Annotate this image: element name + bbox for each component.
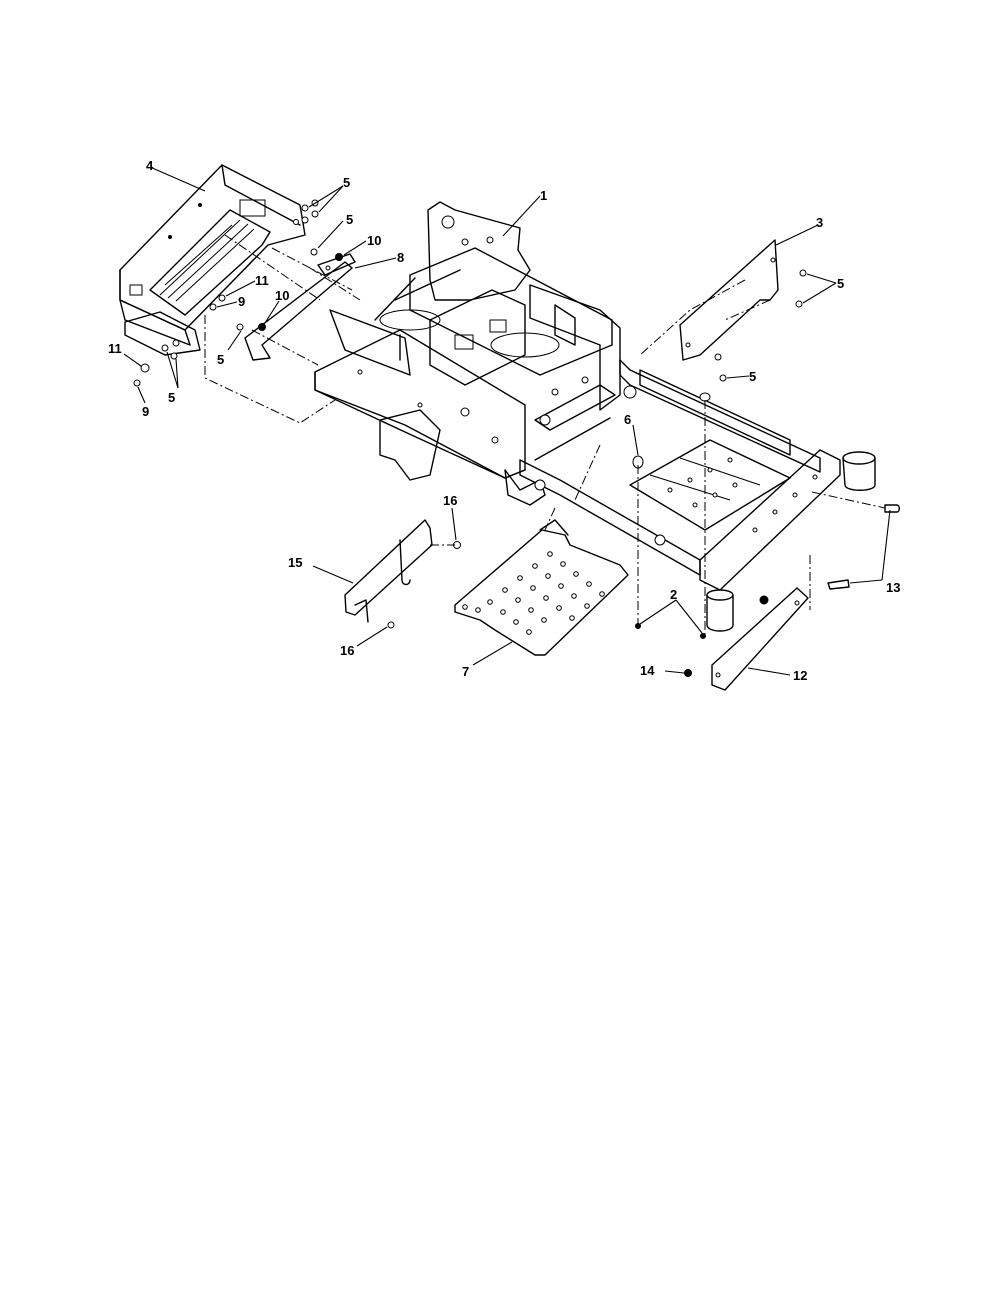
callout-10-a: 10 <box>367 233 381 248</box>
part-bracket <box>244 253 356 361</box>
callout-labels: 1 2 3 4 5 5 5 5 5 5 6 7 8 9 9 10 10 11 1… <box>108 158 900 683</box>
part-rear-cover <box>119 164 306 356</box>
hardware <box>133 199 900 677</box>
assembly-centerlines <box>204 234 886 635</box>
floor-plate-holes <box>462 551 605 635</box>
callout-5-f: 5 <box>168 390 175 405</box>
part-side-shield <box>679 239 779 361</box>
callout-12: 12 <box>793 668 807 683</box>
callout-5-c: 5 <box>837 276 844 291</box>
callout-16-a: 16 <box>443 493 457 508</box>
callout-5-d: 5 <box>749 369 756 384</box>
callout-10-b: 10 <box>275 288 289 303</box>
callout-1: 1 <box>540 188 547 203</box>
callout-7: 7 <box>462 664 469 679</box>
callout-5-e: 5 <box>217 352 224 367</box>
leader-lines <box>123 166 891 676</box>
part-floor-plate <box>454 519 629 656</box>
part-front-guard <box>711 587 809 691</box>
callout-8: 8 <box>397 250 404 265</box>
part-main-frame <box>314 201 876 632</box>
callout-3: 3 <box>816 215 823 230</box>
callout-4: 4 <box>146 158 154 173</box>
callout-11-a: 11 <box>255 273 269 288</box>
callout-5-b: 5 <box>346 212 353 227</box>
callout-11-b: 11 <box>108 341 122 356</box>
callout-6: 6 <box>624 412 631 427</box>
part-rod-plate <box>344 519 433 623</box>
callout-5-a: 5 <box>343 175 350 190</box>
callout-2: 2 <box>670 587 677 602</box>
callout-13: 13 <box>886 580 900 595</box>
callout-9-a: 9 <box>238 294 245 309</box>
callout-16-b: 16 <box>340 643 354 658</box>
callout-9-b: 9 <box>142 404 149 419</box>
callout-14: 14 <box>640 663 655 678</box>
callout-15: 15 <box>288 555 302 570</box>
